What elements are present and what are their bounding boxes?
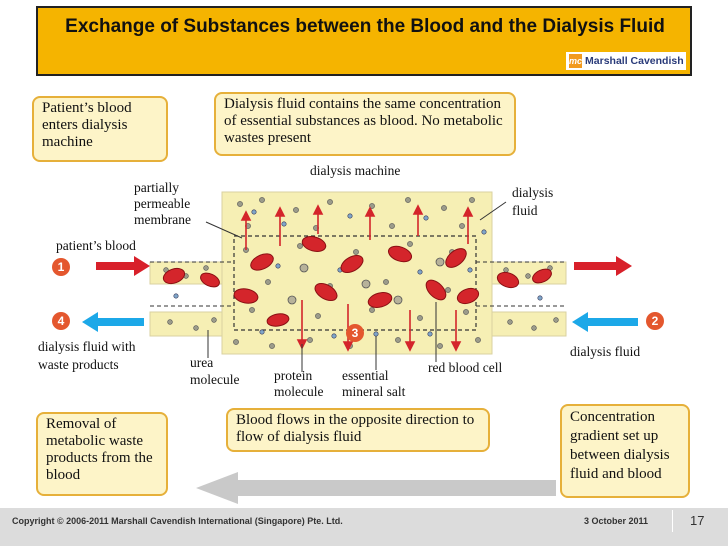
title-bar bbox=[36, 6, 692, 76]
label-urea-molecule: urea molecule bbox=[190, 355, 240, 387]
diffusion-arrows bbox=[240, 204, 474, 352]
essential-mineral-salts bbox=[173, 209, 543, 339]
footer bbox=[0, 508, 728, 546]
footer-separator bbox=[672, 510, 673, 532]
callout-dialysis-fluid-contains: Dialysis fluid contains the same concent… bbox=[214, 92, 516, 156]
publisher-logo: mc Marshall Cavendish bbox=[566, 52, 686, 70]
label-dialysis-fluid-right: dialysis fluid bbox=[570, 344, 641, 359]
logo-mark-icon: mc bbox=[569, 54, 583, 68]
fluid-in-arrow bbox=[572, 312, 638, 332]
callout-patients-blood-enters: Patient’s blood enters dialysis machine bbox=[32, 96, 168, 162]
protein-molecules bbox=[287, 257, 445, 305]
fluid-out-arrow bbox=[82, 312, 144, 332]
page-title: Exchange of Substances between the Blood… bbox=[65, 16, 665, 37]
step-2-badge: 2 bbox=[646, 312, 664, 330]
logo-text: Marshall Cavendish bbox=[585, 55, 684, 67]
blood-out-arrow bbox=[574, 256, 632, 276]
step-4-badge: 4 bbox=[52, 312, 70, 330]
blood-in-arrow bbox=[96, 256, 150, 276]
callout-blood-flows: Blood flows in the opposite direction to… bbox=[226, 408, 490, 452]
footer-date: 3 October 2011 bbox=[584, 516, 649, 526]
label-dialysis-fluid-top: dialysis fluid bbox=[512, 185, 554, 218]
label-partially-permeable-membrane: partially permeable membrane bbox=[134, 180, 191, 227]
label-essential-mineral-salt: essential mineral salt bbox=[342, 368, 406, 399]
dialysis-fluid-pointer bbox=[479, 201, 507, 221]
label-red-blood-cell: red blood cell bbox=[428, 360, 503, 375]
step-1-badge: 1 bbox=[52, 258, 70, 276]
label-patients-blood: patient’s blood bbox=[56, 238, 136, 253]
opposite-direction-arrow bbox=[196, 472, 556, 504]
label-dialysis-fluid-with-waste: dialysis fluid with waste products bbox=[38, 339, 136, 372]
label-pointers bbox=[207, 302, 437, 372]
step-3-badge: 3 bbox=[346, 324, 364, 342]
callout-concentration-gradient: Concentration gradient set up between di… bbox=[560, 404, 690, 498]
footer-page-number: 17 bbox=[690, 513, 705, 528]
red-blood-cells bbox=[162, 236, 552, 327]
membrane-pointer bbox=[205, 221, 243, 239]
label-protein-molecule: protein molecule bbox=[274, 368, 324, 399]
label-dialysis-machine: dialysis machine bbox=[310, 163, 401, 178]
callout-removal: Removal of metabolic waste products from… bbox=[36, 412, 168, 496]
footer-copyright: Copyright © 2006-2011 Marshall Cavendish… bbox=[12, 516, 343, 526]
